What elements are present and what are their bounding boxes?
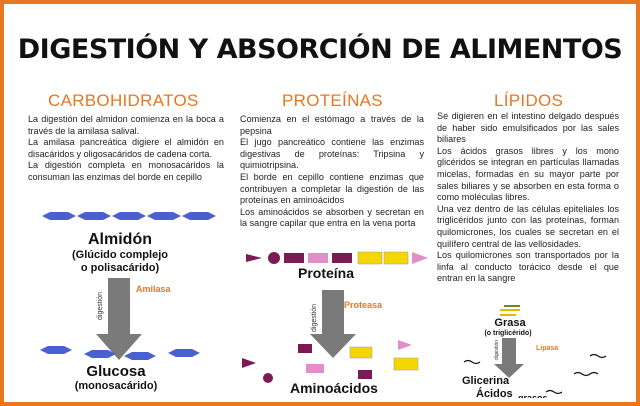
page-title: DIGESTIÓN Y ABSORCIÓN DE ALIMENTOS [17,34,623,65]
amino-acid-units [242,340,419,383]
lipidos-diagram: Grasa (o triglicérido) digestión Lipasa … [462,305,607,398]
carbohidratos-text: La digestión del almidon comienza en la … [28,114,224,184]
acidos-label: Ácidos [476,387,513,398]
carbohidratos-paragraph: La digestión del almidon comienza en la … [28,114,224,136]
lipidos-paragraph: Los ácidos grasos libres y los mono glic… [437,145,619,203]
fat-molecule [500,305,520,316]
digestion-label: digestión [494,340,500,360]
amilasa-label: Amilasa [136,284,172,294]
lipidos-text: Se digieren en el intestino delgado desp… [437,111,619,285]
grasa-label: Grasa [494,317,526,329]
carbohidratos-diagram: Almidón (Glúcido complejo o polisacárido… [40,212,216,392]
proteasa-label: Proteasa [344,300,383,310]
lipasa-label: Lipasa [536,345,558,352]
almidon-sub-1: (Glúcido complejo [72,249,168,261]
lipidos-paragraph: Una vez dentro de las células epiteliale… [437,203,619,249]
proteinas-paragraph: Comienza en el estómago a través de la p… [240,114,424,136]
fatty-acid-squiggles [463,353,607,395]
digestion-arrow [96,278,142,360]
digestion-label: digestión [97,292,104,320]
lipidos-paragraph: Se digieren en el intestino delgado desp… [437,111,619,145]
almidon-label: Almidón [88,231,152,248]
heading-lipidos: LÍPIDOS [494,91,564,110]
grasa-sub: (o triglicérido) [484,330,531,337]
protein-chain [246,251,428,265]
digestion-arrow [310,290,356,358]
proteinas-diagram: Proteína digestión Proteasa Aminoácidos [242,251,428,396]
digestion-arrow [494,338,524,378]
glucose-units [40,346,200,360]
proteina-label: Proteína [298,265,354,281]
heading-carbohidratos: CARBOHIDRATOS [48,91,199,110]
heading-proteinas: PROTEÍNAS [282,91,383,110]
carbohidratos-paragraph: La amilasa pancreática digiere el almidó… [28,137,224,159]
glucosa-sub: (monosacárido) [75,380,158,392]
glicerina-label: Glicerina [462,375,510,387]
lipidos-paragraph: Los quilomicrones son transportados por … [437,250,619,284]
digestion-label: digestión [311,304,318,332]
aminoacidos-label: Aminoácidos [290,380,378,396]
almidon-sub-2: o polisacárido) [81,262,160,274]
proteinas-text: Comienza en el estómago a través de la p… [240,114,424,230]
starch-chain [42,212,216,220]
grasos-label: grasos [518,393,548,398]
proteinas-paragraph: El jugo pancreático contiene las enzimas… [240,137,424,171]
glucosa-label: Glucosa [86,363,146,380]
carbohidratos-paragraph: La digestión completa en monosacáridos l… [28,160,224,182]
proteinas-paragraph: Los aminoácidos se absorben y secretan e… [240,206,424,229]
proteinas-paragraph: El borde en cepillo contiene enzimas que… [240,171,424,206]
